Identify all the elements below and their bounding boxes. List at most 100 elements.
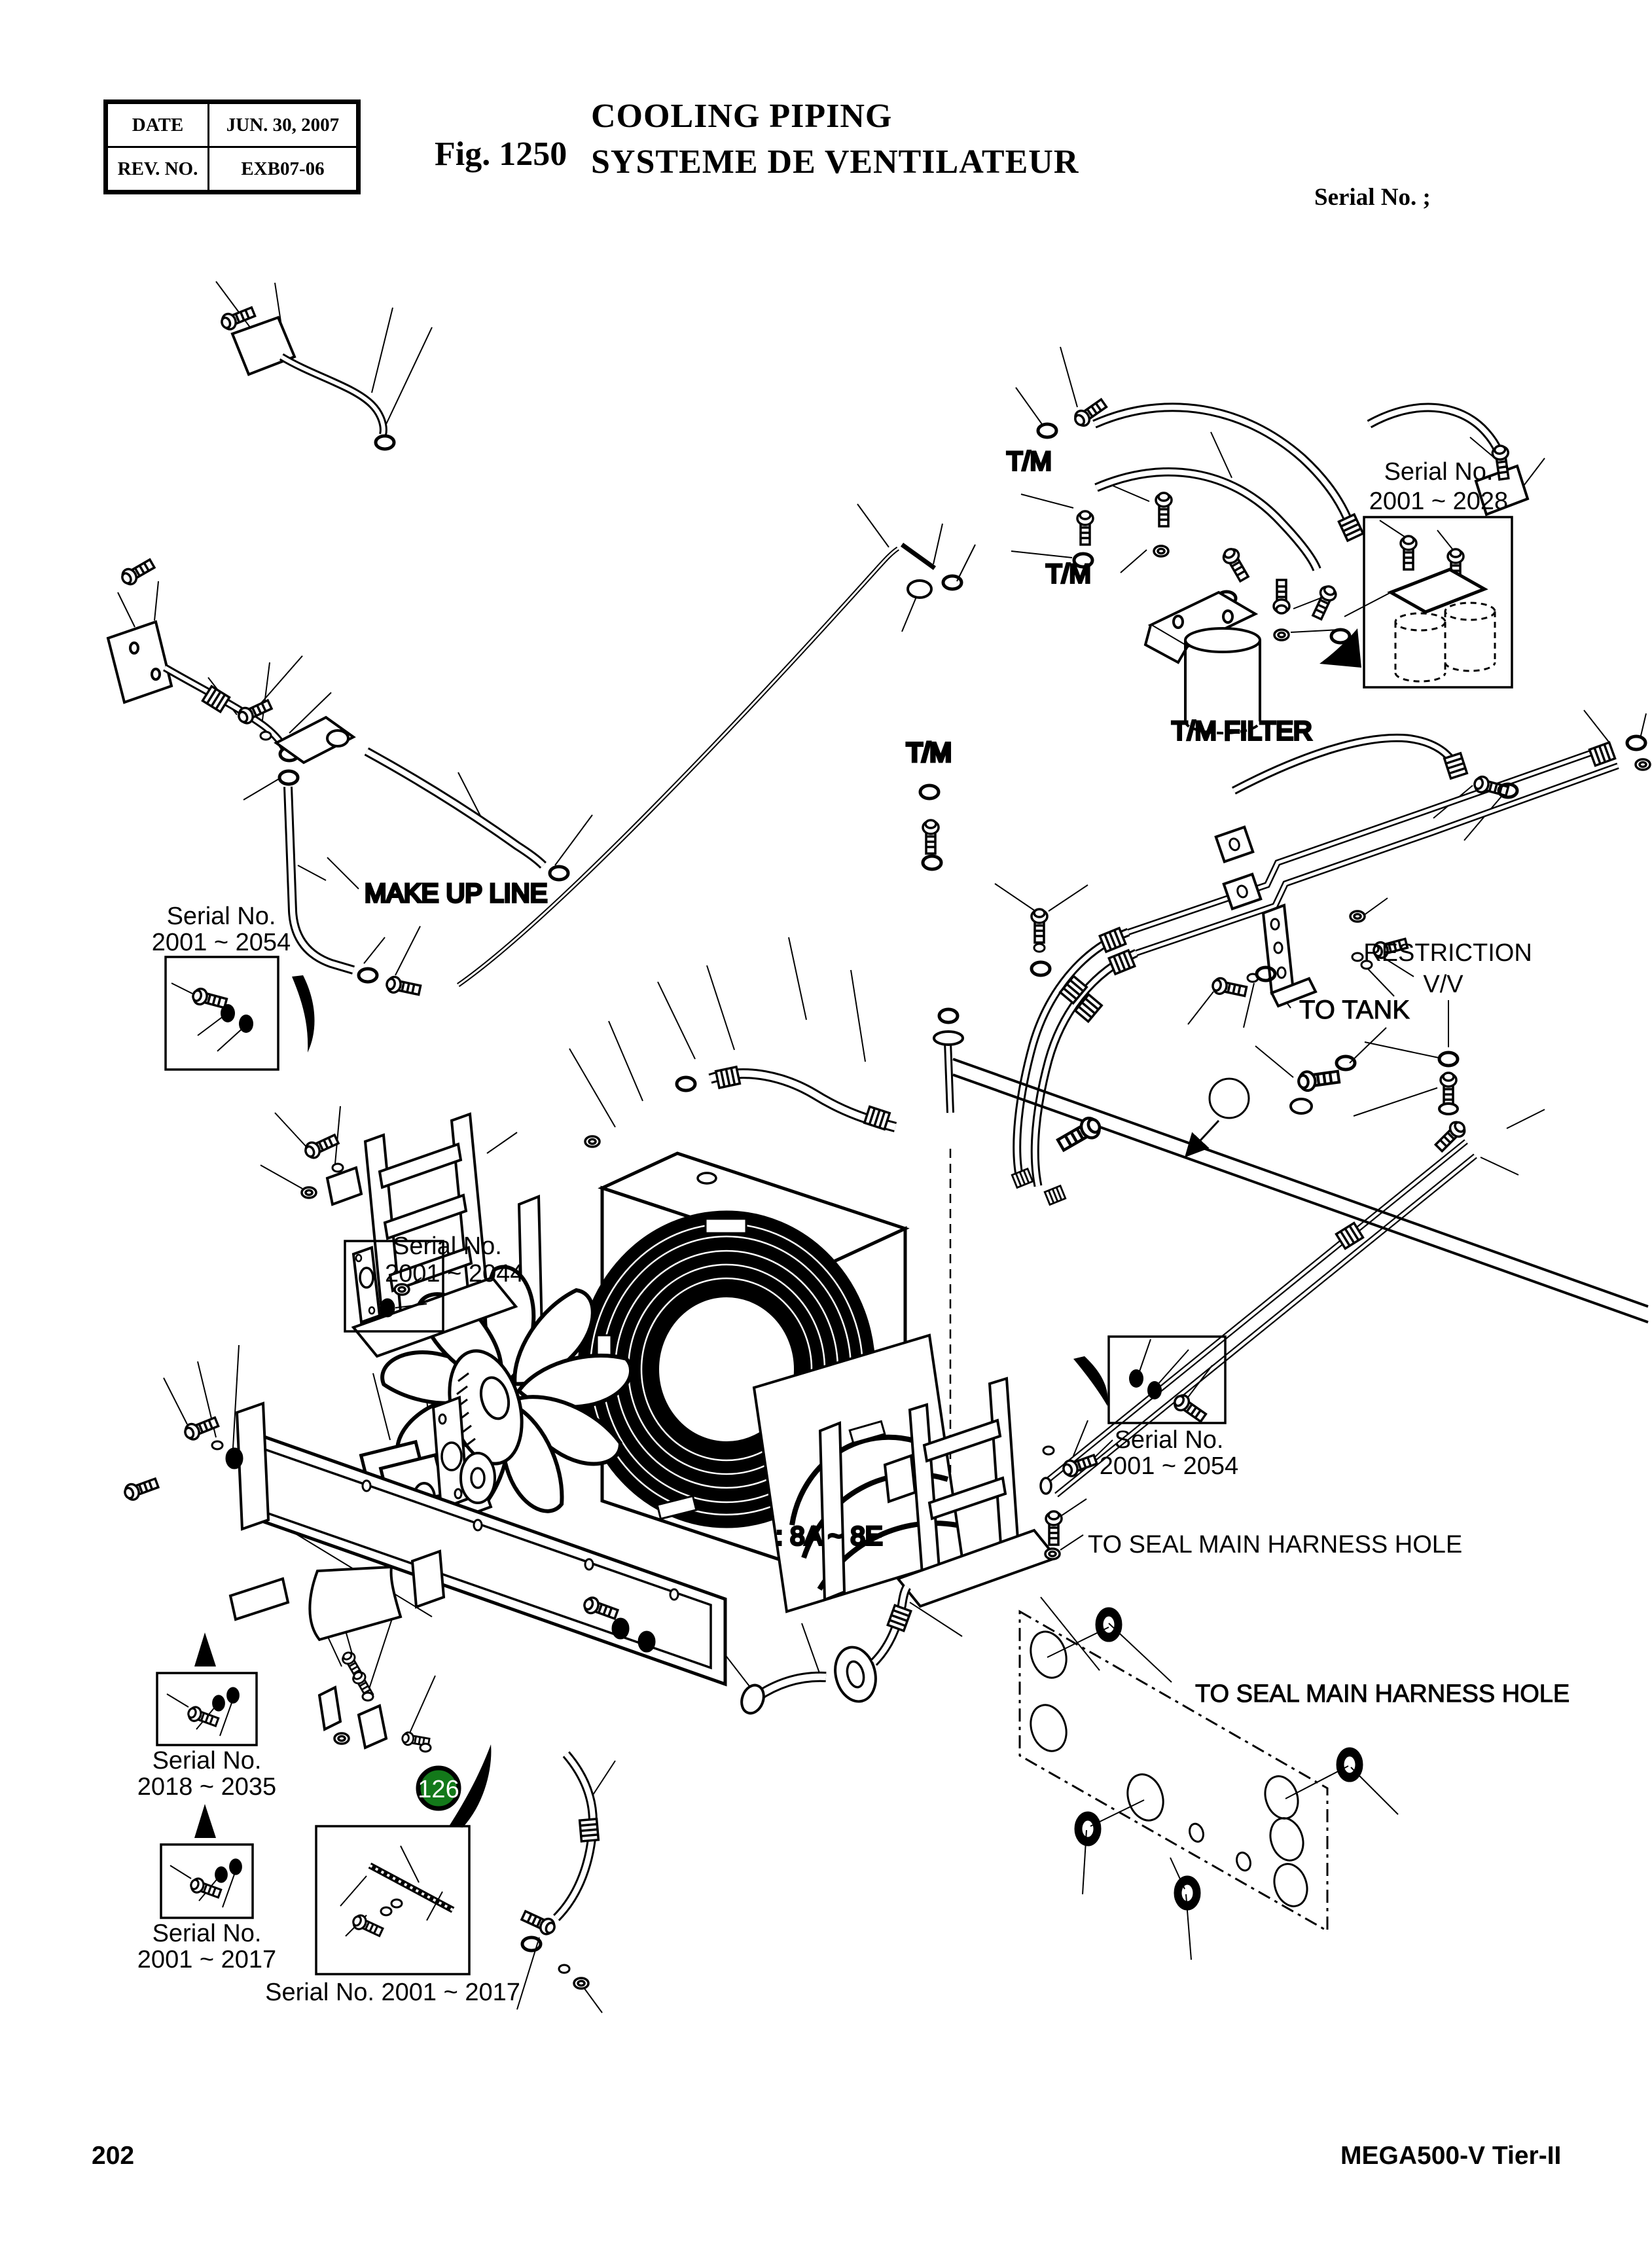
nut-icon xyxy=(585,1136,600,1147)
clamp-plate xyxy=(230,315,296,376)
callout-box xyxy=(156,1672,258,1746)
guard-frame xyxy=(122,1401,727,1687)
serial-callout-line1: Serial No. xyxy=(1115,1426,1224,1454)
grommet-icon xyxy=(1074,1811,1102,1846)
serial-callout-center: Serial No. 2001 ~ 2044 xyxy=(344,1233,524,1333)
callout-box xyxy=(315,1825,471,1975)
nipple-fitting-icon xyxy=(1076,510,1094,546)
elbow-fitting-icon xyxy=(519,1907,558,1938)
mounting-strip xyxy=(818,1421,846,1602)
nut-icon xyxy=(573,1977,590,1990)
to-tank-label: TO TANK xyxy=(1299,996,1410,1024)
end-channel xyxy=(235,1401,270,1531)
elbow-fitting-icon xyxy=(1432,1117,1469,1155)
tm-hose-assembly: T/M T/M xyxy=(1005,395,1530,643)
o-ring-icon xyxy=(923,856,941,869)
page-number: 202 xyxy=(92,2142,135,2170)
serial-callout-mid-right: Serial No. 2001 ~ 2054 TO SEAL MAIN HARN… xyxy=(1073,1335,1462,1558)
bottom-box-caption: Serial No. 2001 ~ 2017 xyxy=(265,1979,520,2006)
restriction-label: RESTRICTION xyxy=(1363,939,1532,967)
callout-box xyxy=(1107,1335,1227,1424)
washer-icon xyxy=(390,1898,403,1909)
harness-panel: TO SEAL MAIN HARNESS HOLE xyxy=(1018,1607,1570,1960)
rev-no-value: EXB07-06 xyxy=(207,146,359,193)
plug-icon xyxy=(221,1004,235,1022)
pointer-arrow xyxy=(194,1804,216,1838)
grommet-icon xyxy=(1336,1747,1363,1782)
serial-callout-line2: 2001 ~ 2054 xyxy=(152,929,291,956)
serial-callout-line1: Serial No. xyxy=(1384,458,1494,486)
o-ring-icon xyxy=(1038,424,1056,437)
washer-icon xyxy=(259,730,272,741)
pipe-boss xyxy=(326,729,350,747)
washer-icon xyxy=(380,1906,393,1917)
hose-collar-icon xyxy=(716,1067,740,1088)
o-ring-icon xyxy=(359,969,377,982)
elbow-fitting-icon xyxy=(1219,545,1253,585)
o-ring-icon xyxy=(943,576,961,589)
flange-nut xyxy=(907,579,933,599)
tm-filter-assembly: T/M FILTER xyxy=(1143,492,1314,747)
plug-icon xyxy=(239,1015,253,1033)
long-return-hose xyxy=(456,543,961,987)
drain-hose xyxy=(519,1751,600,1990)
bolt-icon xyxy=(183,1414,219,1441)
bolt-icon xyxy=(1272,579,1291,615)
hose-collar-icon xyxy=(578,1818,600,1843)
plug-icon xyxy=(1147,1381,1162,1399)
bolt-icon xyxy=(118,555,158,588)
pointer-wedge xyxy=(449,1744,492,1828)
callout-box xyxy=(1363,516,1513,689)
l-bracket-foot xyxy=(1270,977,1318,1008)
o-ring-icon xyxy=(376,436,394,449)
upper-radiator-hose xyxy=(677,1067,897,1132)
seal-harness-label-upper: TO SEAL MAIN HARNESS HOLE xyxy=(1088,1531,1462,1558)
filter-cartridge xyxy=(1184,627,1261,734)
pointer-wedge xyxy=(292,975,315,1053)
filter-bracket xyxy=(1147,590,1259,649)
plug-icon xyxy=(226,1687,240,1704)
small-bracket xyxy=(357,1704,388,1750)
bolt-icon xyxy=(301,1130,342,1162)
filter-mount-bracket xyxy=(1387,567,1488,614)
plug-icon xyxy=(215,1866,228,1883)
left-bracket-hose-assembly xyxy=(106,555,298,761)
washer-icon xyxy=(1351,952,1364,962)
serial-callout-line2: 2001 ~ 2044 xyxy=(385,1260,524,1288)
bolt-icon xyxy=(190,986,229,1013)
nipple-fitting-icon xyxy=(384,974,423,999)
o-ring-icon xyxy=(550,867,568,880)
fan-assembly xyxy=(380,1267,636,1521)
table-row: DATE JUN. 30, 2007 xyxy=(105,101,359,148)
date-label: DATE xyxy=(105,101,209,148)
callout-box xyxy=(164,956,279,1071)
serial-callout-line2: 2001 ~ 2028 xyxy=(1369,488,1508,515)
o-ring-icon xyxy=(1337,1056,1355,1070)
hose-collar-icon xyxy=(1107,949,1136,975)
callout-box xyxy=(160,1843,254,1919)
serial-callout-top-right: Serial No. 2001 ~ 2028 xyxy=(1320,458,1513,689)
pointer-wedge xyxy=(1073,1356,1108,1406)
small-bracket xyxy=(317,1685,342,1732)
filler-cap xyxy=(696,1172,717,1185)
hose-collar-icon xyxy=(1098,927,1127,953)
top-left-clamp-assembly xyxy=(218,303,394,449)
page-title-english: COOLING PIPING xyxy=(591,98,893,135)
pointer-arrow xyxy=(194,1632,216,1666)
page-title-french: SYSTEME DE VENTILATEUR xyxy=(591,143,1079,181)
serial-callout-bottom-left-1: Serial No. 2018 ~ 2035 xyxy=(137,1632,276,1801)
model-code: MEGA500-V Tier-II xyxy=(1340,2142,1562,2170)
plug-icon xyxy=(639,1632,654,1651)
plug-icon xyxy=(613,1619,628,1638)
pipe-clamp xyxy=(1222,873,1263,910)
small-plate xyxy=(228,1577,290,1621)
nut-icon xyxy=(300,1186,317,1199)
part-126-callout: 126 Serial No. 2001 ~ 2017 xyxy=(265,1744,520,2006)
tm-label-lower: T/M xyxy=(907,738,952,767)
reference-arrow xyxy=(1184,1119,1220,1158)
nipple-fitting-icon xyxy=(923,820,939,854)
washer-icon xyxy=(419,1742,432,1753)
hose-collar-icon xyxy=(1443,752,1469,780)
serial-callout-line2: 2001 ~ 2017 xyxy=(137,1946,276,1973)
